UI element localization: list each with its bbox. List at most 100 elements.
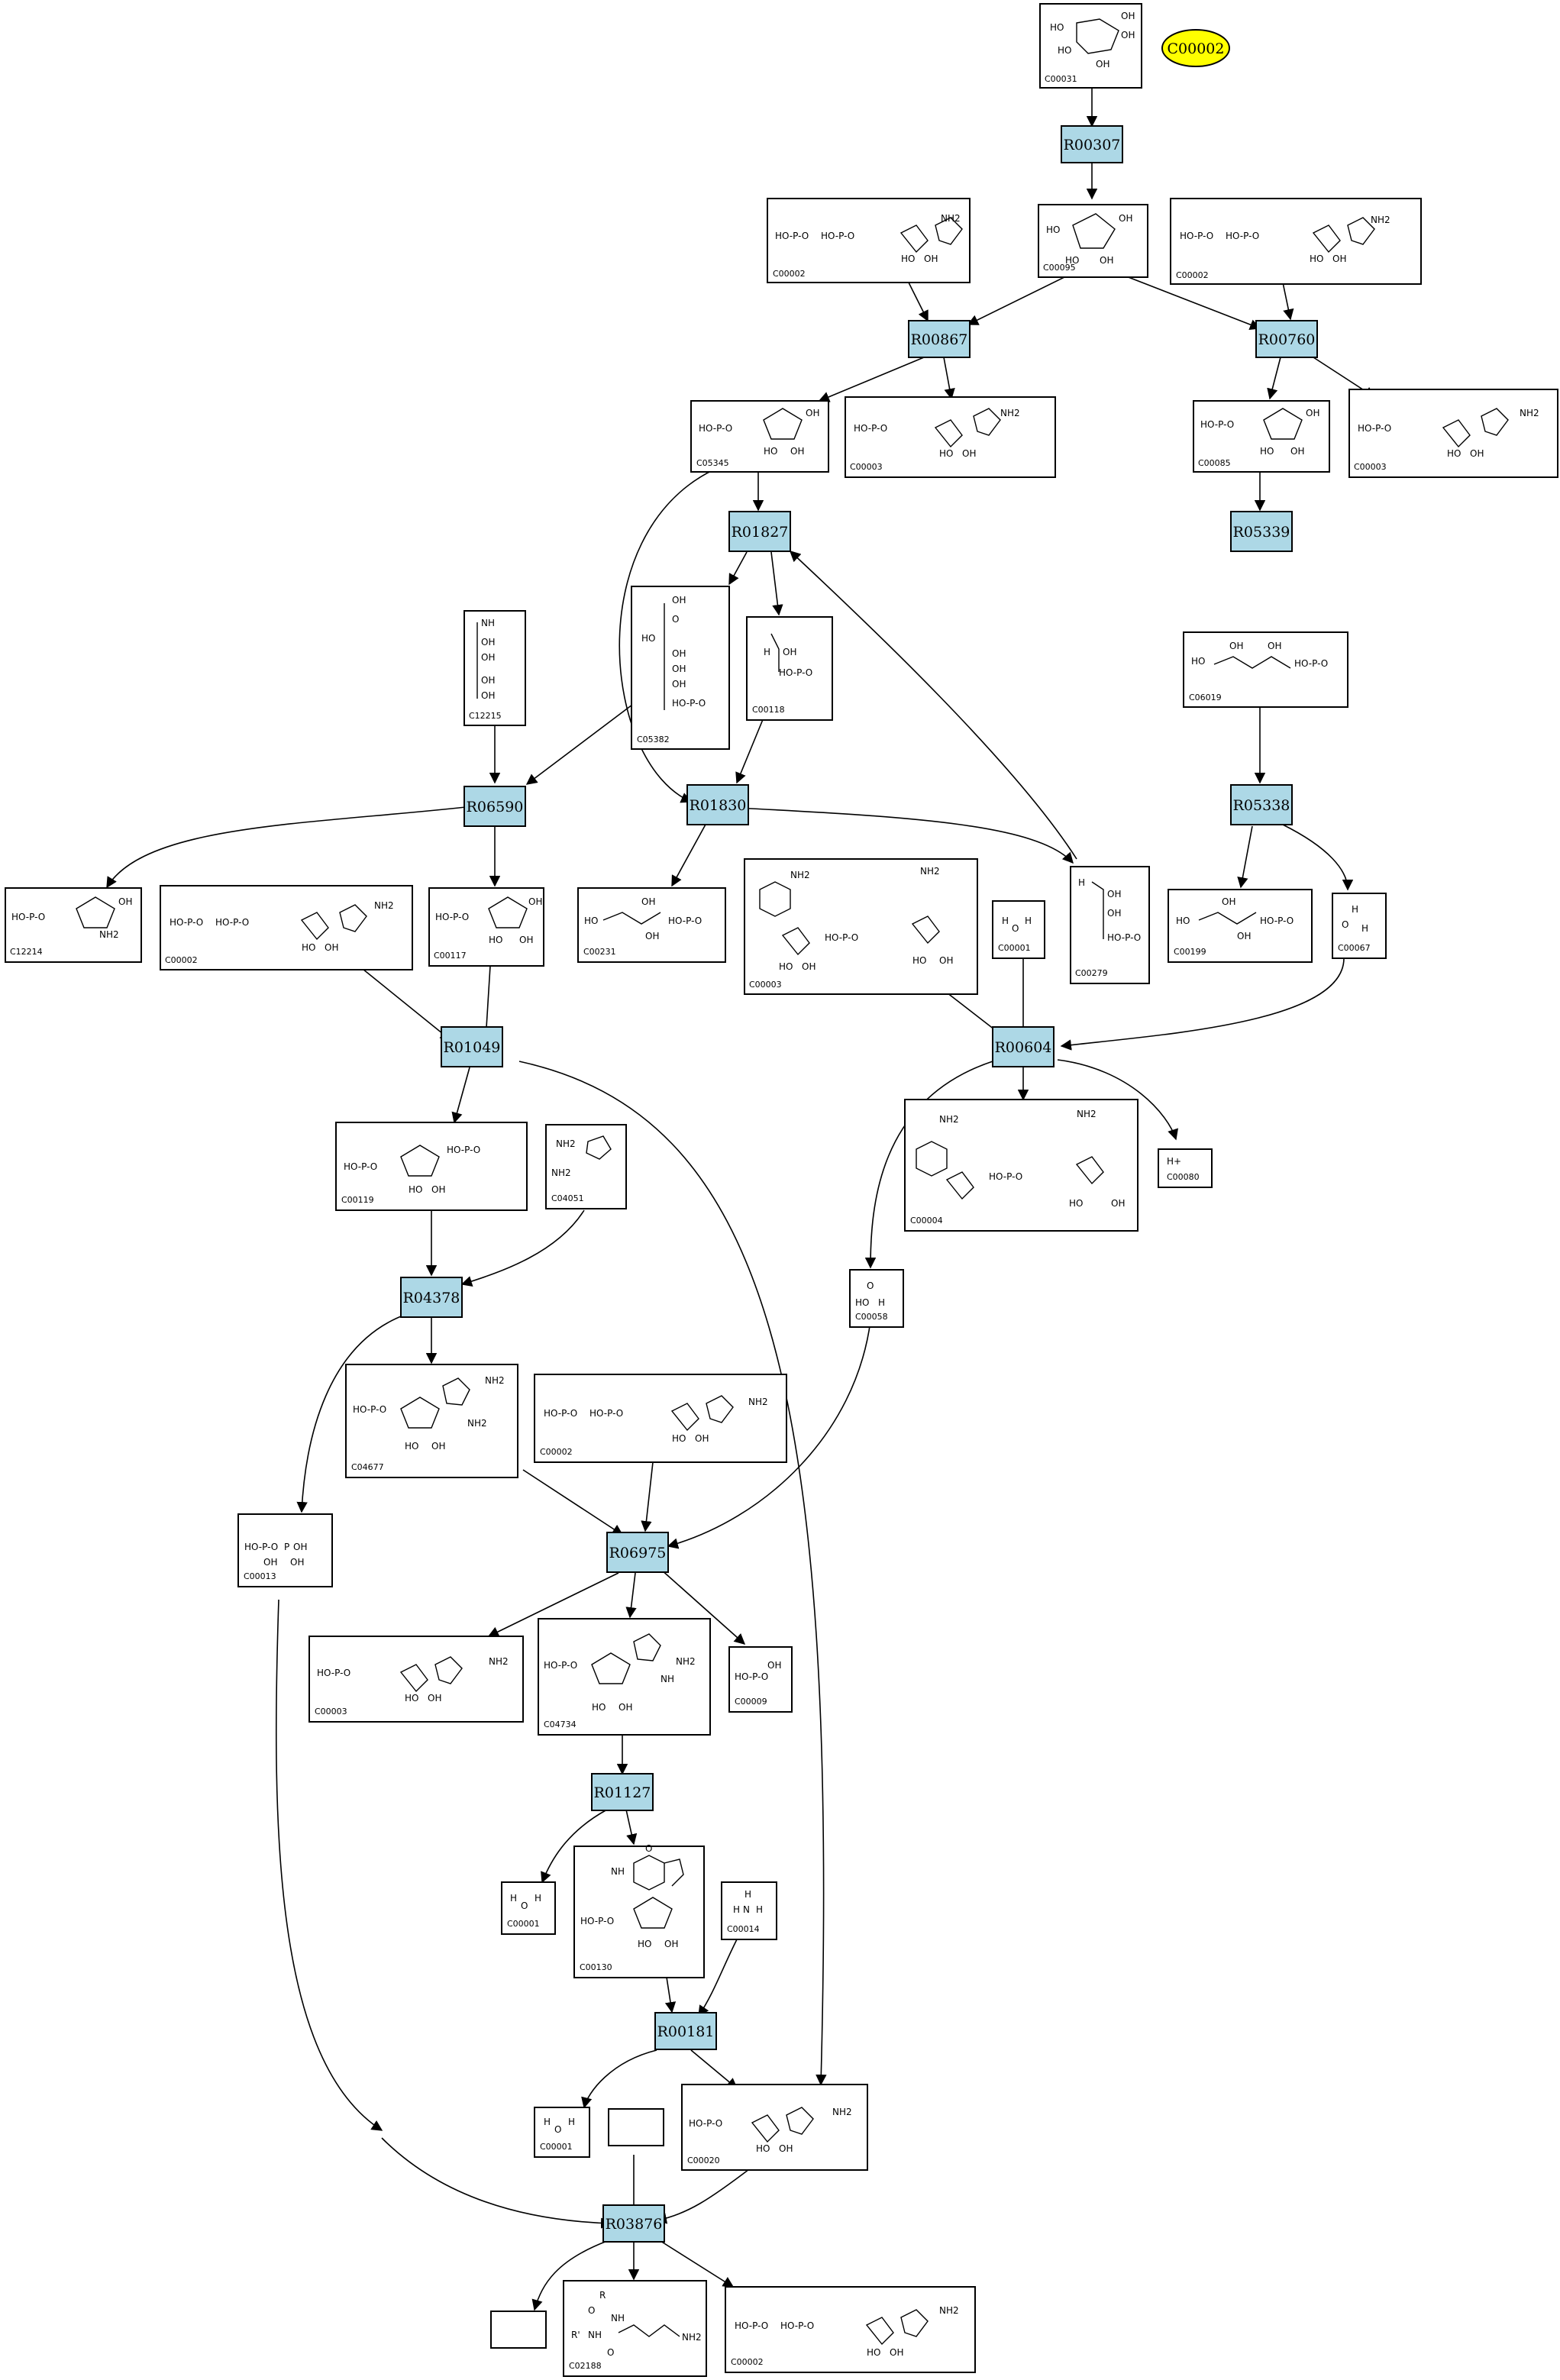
compound-c00117[interactable]: HO-P-O OH HO OH C00117 (428, 887, 544, 967)
atom-label: H (764, 647, 770, 657)
reaction-r05338[interactable]: R05338 (1230, 784, 1293, 825)
compound-c00001-b[interactable]: H O H C00001 (501, 1881, 556, 1935)
compound-c00067[interactable]: H O H C00067 (1332, 893, 1387, 959)
edge (522, 1469, 624, 1536)
reaction-r03876[interactable]: R03876 (602, 2204, 665, 2243)
compound-c00009[interactable]: HO-P-O OH C00009 (728, 1646, 793, 1713)
compound-box (1183, 631, 1348, 708)
atom-label: HO (1058, 45, 1071, 56)
atom-label: OH (1306, 408, 1319, 418)
reaction-box (686, 784, 749, 825)
atom-label: HO-P-O (989, 1171, 1022, 1182)
reaction-box (441, 1026, 503, 1067)
compound-c00001-a[interactable]: H O H C00001 (992, 900, 1045, 959)
compound-c00002-d[interactable]: HO-P-O HO-P-O NH2 HO OH C00002 (534, 1374, 787, 1463)
compound-c00095[interactable]: HO OH HO OH C00095 (1038, 204, 1148, 278)
legend-c00002[interactable]: C00002 (1161, 29, 1230, 67)
edge (1237, 825, 1253, 889)
compound-id: C00020 (687, 2156, 720, 2165)
compound-empty-b[interactable] (490, 2311, 547, 2349)
compound-c02188[interactable]: R O NH R' NH NH2 O C02188 (563, 2280, 707, 2377)
reaction-r04378[interactable]: R04378 (400, 1277, 463, 1318)
compound-c00003-a[interactable]: HO-P-O NH2 HO OH C00003 (845, 396, 1056, 478)
compound-empty-a[interactable] (608, 2108, 664, 2146)
reaction-r01827[interactable]: R01827 (728, 511, 791, 552)
compound-c00003-b[interactable]: HO-P-O NH2 HO OH C00003 (1348, 389, 1558, 478)
compound-c00118[interactable]: H OH HO-P-O C00118 (746, 616, 833, 721)
edge (770, 551, 783, 616)
reaction-r00760[interactable]: R00760 (1255, 320, 1318, 358)
atom-label: P (284, 1542, 289, 1552)
compound-c00002-e[interactable]: HO-P-O HO-P-O NH2 HO OH C00002 (725, 2286, 976, 2373)
compound-c06019[interactable]: HO OH OH HO-P-O C06019 (1183, 631, 1348, 708)
compound-c00279[interactable]: H OH OH HO-P-O C00279 (1070, 866, 1150, 984)
compound-box (563, 2280, 707, 2377)
compound-box (573, 1846, 705, 1978)
compound-c00001-c[interactable]: H O H C00001 (534, 2107, 590, 2158)
compound-id: C06019 (1189, 693, 1222, 702)
reaction-r00307[interactable]: R00307 (1061, 125, 1123, 163)
compound-c00031[interactable]: HO OH OH HO OH C00031 (1039, 3, 1142, 89)
molecule-structure (400, 1145, 440, 1177)
compound-c00002-a[interactable]: HO-P-O HO-P-O NH2 HO OH C00002 (767, 198, 971, 283)
atom-label: R (599, 2290, 606, 2301)
reaction-r00604[interactable]: R00604 (992, 1026, 1055, 1067)
molecule-structure (400, 1377, 470, 1429)
reaction-box (728, 511, 791, 552)
compound-c00003-nad[interactable]: NH2 HO-P-O NH2 HO OH HO OH C00003 (744, 858, 978, 995)
compound-c04051[interactable]: NH2 NH2 C04051 (545, 1124, 627, 1209)
compound-c04734[interactable]: HO-P-O NH2 NH HO OH C04734 (538, 1618, 711, 1736)
compound-c12215[interactable]: NH OH OH OH OH C12215 (463, 610, 526, 726)
compound-c00020[interactable]: HO-P-O NH2 HO OH C00020 (681, 2084, 868, 2171)
reaction-r05339[interactable]: R05339 (1230, 511, 1293, 552)
compound-c00014[interactable]: H H N H C00014 (721, 1881, 777, 1940)
reaction-r01830[interactable]: R01830 (686, 784, 749, 825)
legend-label: C00002 (1168, 40, 1225, 57)
compound-c00085[interactable]: HO-P-O OH HO OH C00085 (1193, 400, 1330, 473)
compound-c00004[interactable]: NH2 HO-P-O NH2 HO OH C00004 (904, 1099, 1139, 1232)
edge (451, 1067, 470, 1124)
reaction-r06590[interactable]: R06590 (463, 786, 526, 827)
molecule-structure (945, 1156, 1104, 1200)
molecule-structure (865, 2309, 929, 2346)
compound-box (1332, 893, 1387, 959)
compound-c05382[interactable]: OH HO O OH OH OH HO-P-O C05382 (631, 586, 730, 750)
atom-label: HO (901, 254, 915, 264)
compound-c12214[interactable]: HO-P-O OH NH2 C12214 (5, 887, 142, 963)
compound-c00003-c[interactable]: HO-P-O NH2 HO OH C00003 (308, 1636, 524, 1723)
atom-label: OH (790, 446, 804, 457)
compound-c00119[interactable]: HO-P-O HO-P-O HO OH C00119 (335, 1122, 528, 1211)
molecule-structure (900, 217, 963, 254)
edge (641, 1461, 654, 1532)
atom-label: NH2 (485, 1375, 505, 1386)
atom-label: OH (672, 648, 686, 659)
reaction-r00867[interactable]: R00867 (908, 320, 971, 358)
compound-c05345[interactable]: HO-P-O OH HO OH C05345 (690, 400, 829, 473)
compound-c00080[interactable]: H+ C00080 (1158, 1148, 1213, 1188)
reaction-label: R03876 (606, 2216, 663, 2233)
atom-label: OH (619, 1702, 632, 1713)
compound-c00002-b[interactable]: HO-P-O HO-P-O NH2 HO OH C00002 (1170, 198, 1422, 285)
reaction-r01127[interactable]: R01127 (591, 1773, 654, 1811)
compound-c00013[interactable]: HO-P-O P OH OH OH C00013 (237, 1513, 333, 1587)
compound-box (1348, 389, 1558, 478)
compound-c00002-c[interactable]: HO-P-O HO-P-O NH2 HO OH C00002 (160, 885, 413, 970)
reaction-r06975[interactable]: R06975 (606, 1532, 669, 1573)
compound-id: C02188 (569, 2361, 602, 2371)
compound-id: C00002 (165, 955, 198, 965)
compound-c04677[interactable]: HO-P-O NH2 NH2 HO OH C04677 (345, 1364, 518, 1478)
molecule-structure (763, 408, 803, 440)
reaction-r01049[interactable]: R01049 (441, 1026, 503, 1067)
compound-c00231[interactable]: HO OH OH HO-P-O C00231 (577, 887, 726, 963)
compound-c00058[interactable]: O HO H C00058 (849, 1269, 904, 1328)
reaction-r00181[interactable]: R00181 (654, 2012, 717, 2050)
molecule-structure (781, 916, 940, 956)
compound-c00199[interactable]: HO OH OH HO-P-O C00199 (1168, 889, 1313, 963)
compound-id: C05382 (637, 735, 670, 744)
atom-label: HO (1050, 22, 1064, 33)
atom-label: OH (1107, 908, 1121, 919)
compound-c00130[interactable]: O NH HO-P-O HO OH C00130 (573, 1843, 705, 1978)
atom-label: OH (1332, 254, 1346, 264)
reaction-label: R00867 (911, 331, 968, 348)
